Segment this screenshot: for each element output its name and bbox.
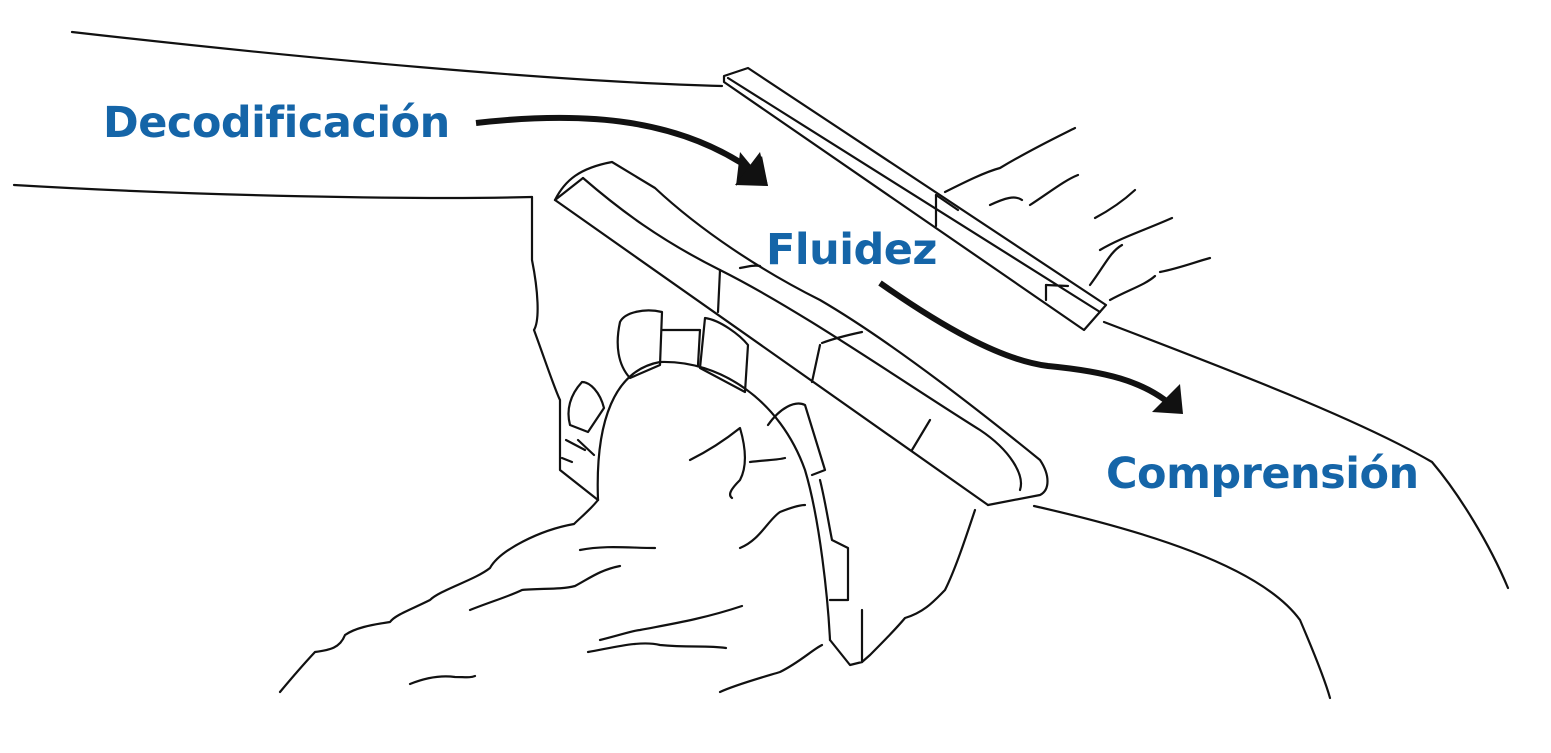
right-bank-near-line	[1032, 504, 1332, 700]
label-comprehension: Comprensión	[1106, 449, 1419, 499]
foreground-water	[278, 426, 824, 694]
left-abutment	[530, 195, 600, 502]
arrow-icon	[735, 152, 768, 186]
bridge-deck-side	[553, 176, 990, 507]
arrow-decoding-to-fluency	[475, 114, 754, 173]
arrow-icon	[1152, 384, 1183, 414]
left-abutment-stones	[560, 438, 587, 464]
right-abutment	[860, 508, 977, 664]
right-bank-far-line	[1102, 320, 1510, 590]
label-decoding: Decodificación	[103, 98, 450, 148]
arrow-fluency-to-comprehension	[878, 280, 1167, 403]
far-plank-edge	[726, 76, 1102, 314]
left-bank-top-line	[70, 30, 724, 88]
far-water-ripples	[943, 126, 1212, 302]
bridge-deck-top	[553, 160, 1049, 507]
left-bank-lower-line	[12, 183, 534, 200]
bridge-deck-inner	[581, 176, 1023, 492]
far-plank-joint	[934, 193, 1048, 302]
label-fluency: Fluidez	[766, 225, 937, 275]
far-plank	[722, 66, 1108, 332]
arch-voussoirs	[567, 309, 864, 667]
bridge-deck-joints	[716, 264, 932, 452]
